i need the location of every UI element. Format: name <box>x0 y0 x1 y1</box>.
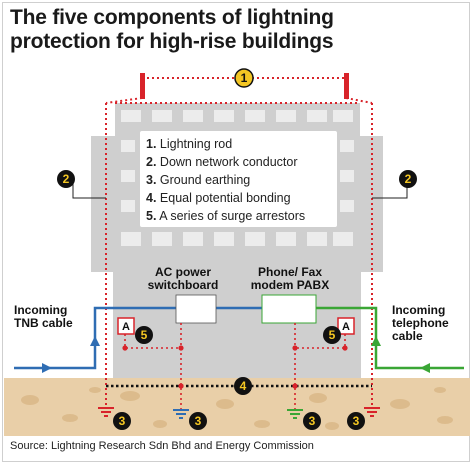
earth-symbol-3 <box>287 409 303 419</box>
bonding-bar-joints <box>178 383 298 389</box>
legend-item-text: A series of surge arrestors <box>159 209 306 223</box>
source-caption: Source: Lightning Research Sdn Bhd and E… <box>10 440 314 452</box>
badge-1: 1 <box>234 68 254 88</box>
bonding-connections <box>124 323 346 410</box>
legend-item: 4. Equal potential bonding <box>146 189 337 207</box>
pabx-label-line-2: modem PABX <box>250 278 330 292</box>
incoming-telephone-label-line-2: telephone <box>392 316 449 330</box>
title-line-1: The five components of lightning <box>10 6 334 29</box>
badge-3-a-number: 3 <box>119 414 126 428</box>
legend-item: 1. Lightning rod <box>146 135 337 153</box>
tnb-arrow-right <box>42 363 52 373</box>
badge-5-left-number: 5 <box>141 328 148 342</box>
telephone-arrow-up <box>371 336 381 346</box>
badge-3-b: 3 <box>189 412 207 430</box>
legend-box: 1. Lightning rod 2. Down network conduct… <box>140 131 337 227</box>
legend-list: 1. Lightning rod 2. Down network conduct… <box>140 131 337 225</box>
ac-power-label-line-2: switchboard <box>147 278 219 292</box>
pabx-label: Phone/ Fax modem PABX <box>250 266 330 292</box>
badge-1-number: 1 <box>241 71 248 85</box>
tnb-cable <box>14 306 262 373</box>
telephone-cable <box>316 306 464 373</box>
lightning-rods <box>140 73 349 99</box>
title-line-2: protection for high-rise buildings <box>10 30 334 53</box>
badge-2-left-number: 2 <box>63 172 70 186</box>
incoming-telephone-label: Incoming telephone cable <box>392 304 449 343</box>
incoming-telephone-label-line-3: cable <box>392 329 423 343</box>
badge-5-right-number: 5 <box>329 328 336 342</box>
badge-2-right: 2 <box>399 170 417 188</box>
ground-earthing-symbols <box>98 407 380 419</box>
legend-item-text: Ground earthing <box>159 173 251 187</box>
legend-item-number: 4. <box>146 191 157 205</box>
legend-item: 2. Down network conductor <box>146 153 337 171</box>
ac-switchboard-box <box>175 294 217 324</box>
badge-3-c: 3 <box>303 412 321 430</box>
earth-symbol-1 <box>98 407 114 417</box>
badge-3-b-number: 3 <box>195 414 202 428</box>
lightning-rod-left <box>140 73 145 99</box>
arrestor-letter-left: A <box>122 321 130 333</box>
legend-item-number: 1. <box>146 137 157 151</box>
earth-symbol-2 <box>173 409 189 419</box>
badge-3-d: 3 <box>347 412 365 430</box>
badge-2-left: 2 <box>57 170 75 188</box>
surge-arrestor-right: A <box>337 317 355 335</box>
legend-item-text: Down network conductor <box>159 155 298 169</box>
pabx-box <box>261 294 317 324</box>
ac-power-label-line-1: AC power <box>154 265 211 279</box>
pabx-label-line-1: Phone/ Fax <box>257 265 322 279</box>
legend-item-text: Equal potential bonding <box>159 191 291 205</box>
page-title: The five components of lightning protect… <box>10 6 470 54</box>
ac-power-label: AC power switchboard <box>146 266 220 292</box>
badge-3-a: 3 <box>113 412 131 430</box>
legend-item-number: 2. <box>146 155 157 169</box>
legend-item: 3. Ground earthing <box>146 171 337 189</box>
incoming-tnb-label-line-1: Incoming <box>14 303 68 317</box>
building-windows <box>121 110 354 246</box>
incoming-telephone-label-line-1: Incoming <box>392 303 446 317</box>
ground-pebbles <box>21 387 453 430</box>
bonding-dots <box>122 345 348 351</box>
badge-4: 4 <box>234 377 252 395</box>
lightning-rod-right <box>344 73 349 99</box>
badge-5-right: 5 <box>323 326 341 344</box>
legend-item: 5. A series of surge arrestors <box>146 207 337 225</box>
telephone-arrow-left <box>420 363 430 373</box>
legend-item-number: 3. <box>146 173 157 187</box>
badge-2-right-number: 2 <box>405 172 412 186</box>
legend-item-text: Lightning rod <box>159 137 233 151</box>
tnb-arrow-up <box>90 336 100 346</box>
incoming-tnb-label-line-2: TNB cable <box>14 316 73 330</box>
badge-3-d-number: 3 <box>353 414 360 428</box>
badge-4-number: 4 <box>240 379 247 393</box>
legend-item-number: 5. <box>146 209 157 223</box>
surge-arrestor-left: A <box>117 317 135 335</box>
arrestor-letter-right: A <box>342 321 350 333</box>
badge-3-c-number: 3 <box>309 414 316 428</box>
badge-5-left: 5 <box>135 326 153 344</box>
earth-symbol-4 <box>364 407 380 417</box>
incoming-tnb-label: Incoming TNB cable <box>14 304 73 330</box>
